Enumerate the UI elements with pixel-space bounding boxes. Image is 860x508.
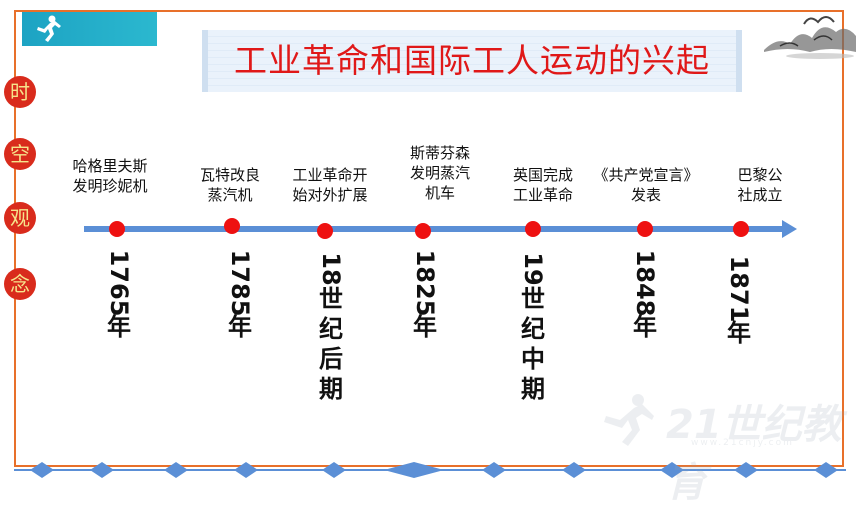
date-number: 1785 xyxy=(226,249,254,317)
date-label: 1785 年 xyxy=(225,249,255,342)
side-char: 观 xyxy=(4,202,36,234)
watermark-url: www.21cnjy.com xyxy=(691,438,794,448)
event-label-line: 社成立 xyxy=(737,186,783,204)
date-char: 纪 xyxy=(521,315,545,343)
event-label: 英国完成 工业革命 xyxy=(493,165,593,205)
date-label: 1848 年 xyxy=(630,249,660,342)
timeline-dot xyxy=(637,221,653,237)
date-number: 1765 xyxy=(105,249,133,317)
ink-landscape-icon xyxy=(764,16,856,59)
event-label-line: 始对外扩展 xyxy=(292,186,368,204)
watermark-brand: 21世纪教育 xyxy=(666,402,842,506)
timeline-dot xyxy=(317,223,333,239)
date-char: 年 xyxy=(727,319,751,347)
event-label: 斯蒂芬森 发明蒸汽 机车 xyxy=(390,143,490,203)
date-char: 后 xyxy=(319,345,343,373)
date-char: 期 xyxy=(319,375,343,403)
side-char: 时 xyxy=(4,76,36,108)
date-label: 1871 年 xyxy=(724,255,754,348)
timeline xyxy=(14,218,846,478)
timeline-dot xyxy=(525,221,541,237)
running-figure-icon xyxy=(37,15,61,42)
date-char: 中 xyxy=(521,345,545,373)
watermark: 21世纪教育 www.21cnjy.com xyxy=(596,392,846,506)
title-banner: 工业革命和国际工人运动的兴起 xyxy=(202,30,742,92)
event-label: 工业革命开 始对外扩展 xyxy=(275,165,385,205)
event-label-line: 斯蒂芬森 xyxy=(409,144,470,162)
date-char: 世 xyxy=(521,285,545,313)
side-char: 念 xyxy=(4,268,36,300)
timeline-dot xyxy=(109,221,125,237)
page-title: 工业革命和国际工人运动的兴起 xyxy=(234,41,710,80)
date-label: 1765 年 xyxy=(104,249,134,342)
event-label-line: 机车 xyxy=(424,184,455,202)
date-number: 1848 xyxy=(631,249,659,317)
date-char: 世 xyxy=(319,285,343,313)
event-label-line: 发明珍妮机 xyxy=(72,177,148,195)
event-label-line: 瓦特改良 xyxy=(199,166,260,184)
date-char: 年 xyxy=(228,313,252,341)
timeline-dot xyxy=(224,218,240,234)
event-label: 《共产党宣言》 发表 xyxy=(582,165,710,205)
corner-badge xyxy=(22,12,157,46)
date-char: 期 xyxy=(521,375,545,403)
date-char: 年 xyxy=(633,313,657,341)
side-char: 空 xyxy=(4,138,36,170)
date-label: 19 世 纪 中 期 xyxy=(518,252,548,404)
runner-watermark-icon xyxy=(604,394,654,446)
date-char: 年 xyxy=(107,313,131,341)
bottom-border-decor xyxy=(14,462,846,478)
event-label-line: 工业革命开 xyxy=(292,166,368,184)
date-number: 1825 xyxy=(411,249,439,317)
event-label-line: 《共产党宣言》 xyxy=(593,166,699,184)
date-number: 1871 xyxy=(725,255,753,323)
date-number: 19 xyxy=(519,252,547,286)
event-label-line: 蒸汽机 xyxy=(207,186,253,204)
timeline-dot xyxy=(415,223,431,239)
event-label: 哈格里夫斯 发明珍妮机 xyxy=(55,156,165,196)
event-label-line: 英国完成 xyxy=(512,166,573,184)
axis-arrowhead xyxy=(782,220,797,238)
date-number: 18 xyxy=(317,252,345,286)
date-label: 18 世 纪 后 期 xyxy=(316,252,346,404)
timeline-dot xyxy=(733,221,749,237)
event-label: 巴黎公 社成立 xyxy=(720,165,800,205)
date-label: 1825 年 xyxy=(410,249,440,342)
event-label: 瓦特改良 蒸汽机 xyxy=(180,165,280,205)
event-label-line: 哈格里夫斯 xyxy=(72,157,148,175)
date-char: 年 xyxy=(413,313,437,341)
event-label-line: 发表 xyxy=(630,186,661,204)
event-label-line: 工业革命 xyxy=(512,186,573,204)
event-label-line: 巴黎公 xyxy=(737,166,783,184)
date-char: 纪 xyxy=(319,315,343,343)
event-label-line: 发明蒸汽 xyxy=(409,164,470,182)
